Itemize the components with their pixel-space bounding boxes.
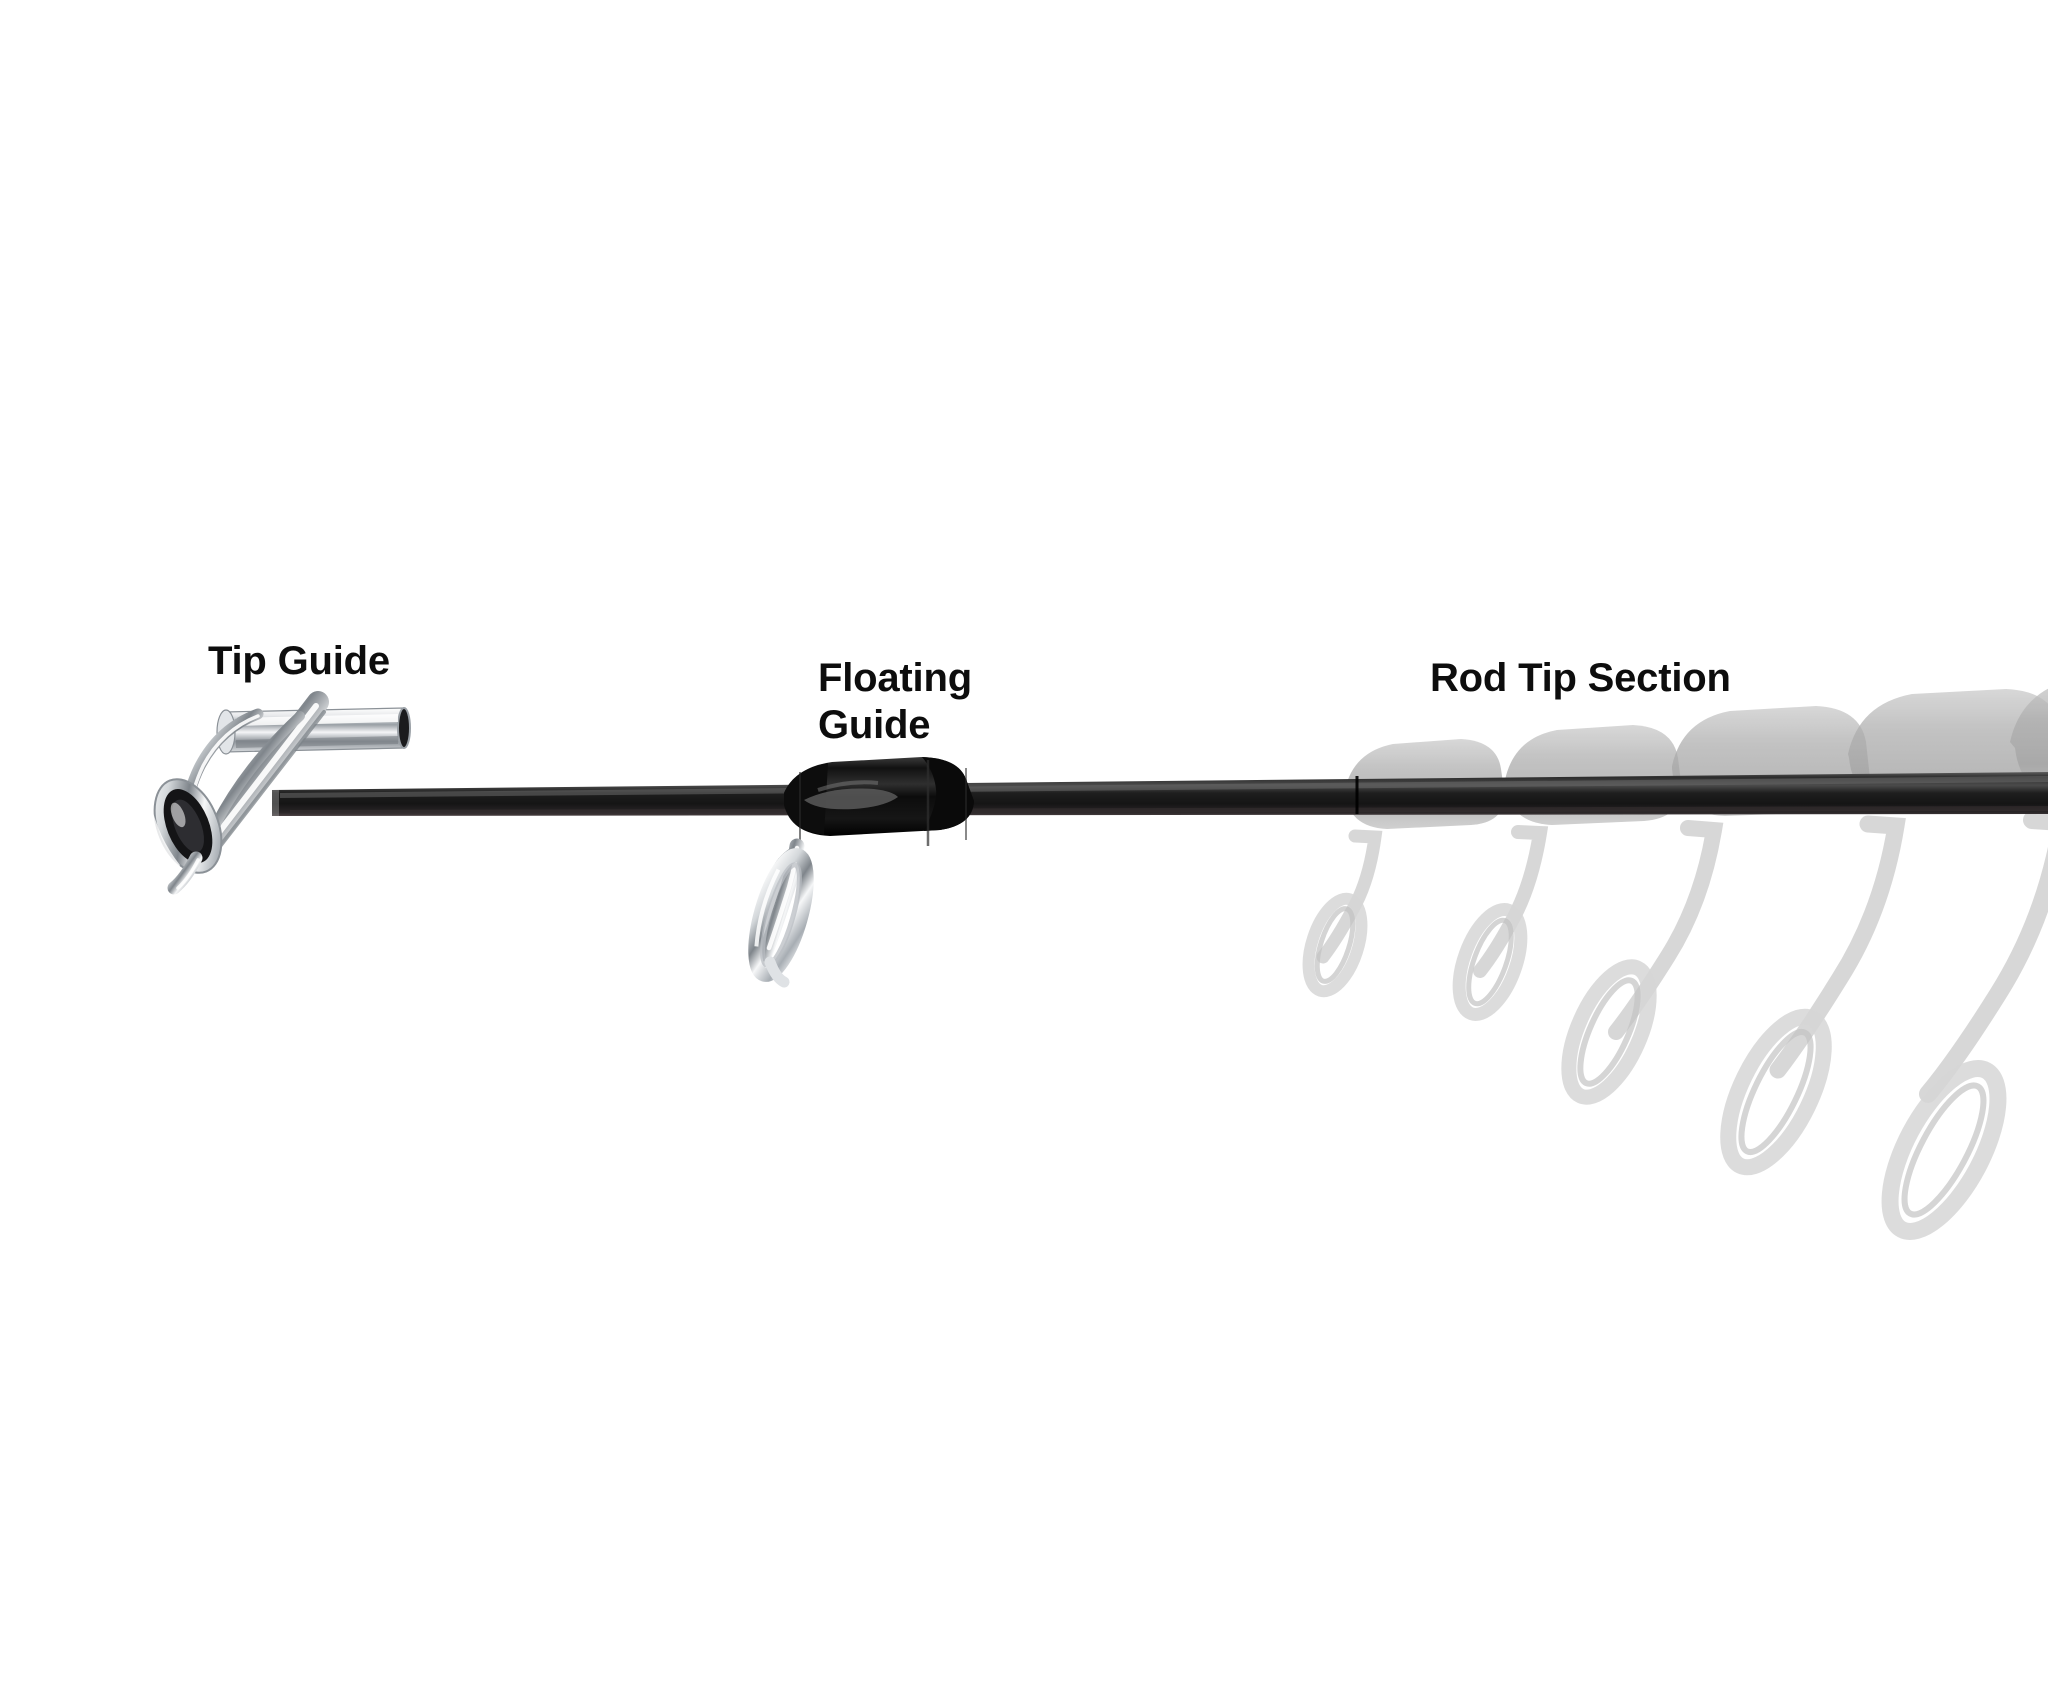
floating-guide — [748, 757, 974, 988]
tip-guide — [146, 691, 411, 895]
label-tip-guide: Tip Guide — [208, 639, 390, 683]
ghost-guide-5 — [1881, 688, 2048, 1240]
floating-guide-ring — [748, 848, 814, 982]
ghost-guides-group — [1302, 688, 2048, 1240]
label-rod-tip-section: Rod Tip Section — [1430, 656, 1731, 700]
label-floating-guide: Floating Guide — [818, 656, 972, 748]
rod-blank — [272, 772, 2048, 816]
tip-guide-ring — [146, 778, 223, 874]
